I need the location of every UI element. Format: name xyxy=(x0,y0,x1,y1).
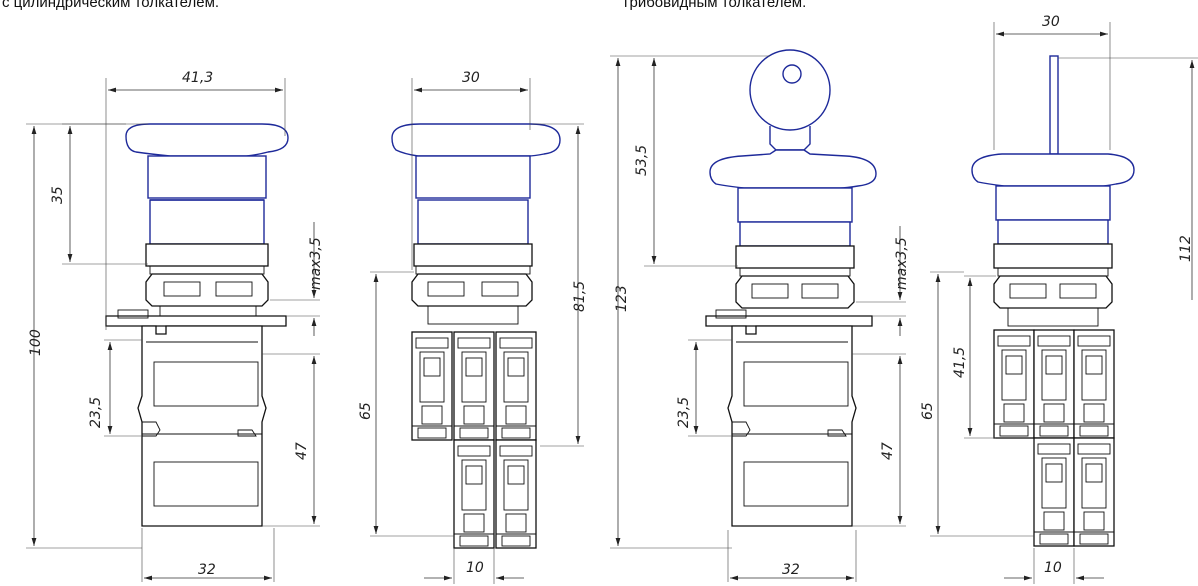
dim-100: 100 xyxy=(28,329,44,356)
view-4-side: 30 112 41,5 65 10 xyxy=(920,14,1198,584)
dim-123: 123 xyxy=(614,285,630,312)
dim-32-right: 32 xyxy=(782,562,800,578)
dim-53-5: 53,5 xyxy=(634,145,650,176)
dim-23-5-right: 23,5 xyxy=(676,397,692,428)
caption-right: грибовидным толкателем. xyxy=(624,0,807,11)
dim-112: 112 xyxy=(1178,235,1194,262)
dim-30-left: 30 xyxy=(462,70,480,86)
dim-65-right: 65 xyxy=(920,402,936,420)
dim-32-left: 32 xyxy=(198,562,216,578)
view-2-side: 30 81,5 65 10 xyxy=(358,70,588,584)
view-1-front: 41,3 35 100 23,5 max3,5 47 32 xyxy=(26,70,324,582)
dim-30-right: 30 xyxy=(1042,14,1060,30)
dim-41-3: 41,3 xyxy=(182,70,213,86)
dim-41-5: 41,5 xyxy=(952,347,968,378)
dim-max3-5-left: max3,5 xyxy=(308,237,324,290)
dim-65-left: 65 xyxy=(358,402,374,420)
dim-47-right: 47 xyxy=(880,442,896,460)
dim-10-right: 10 xyxy=(1044,560,1062,576)
dim-23-5-left: 23,5 xyxy=(88,397,104,428)
dim-47-left: 47 xyxy=(294,442,310,460)
dim-max3-5-right: max3,5 xyxy=(894,237,910,290)
dim-10-left: 10 xyxy=(466,560,484,576)
caption-left: с цилиндрическим толкателем. xyxy=(2,0,220,11)
view-3-front: 53,5 123 23,5 max3,5 47 32 xyxy=(610,49,910,582)
dim-35: 35 xyxy=(50,186,66,204)
dim-81-5: 81,5 xyxy=(572,281,588,312)
